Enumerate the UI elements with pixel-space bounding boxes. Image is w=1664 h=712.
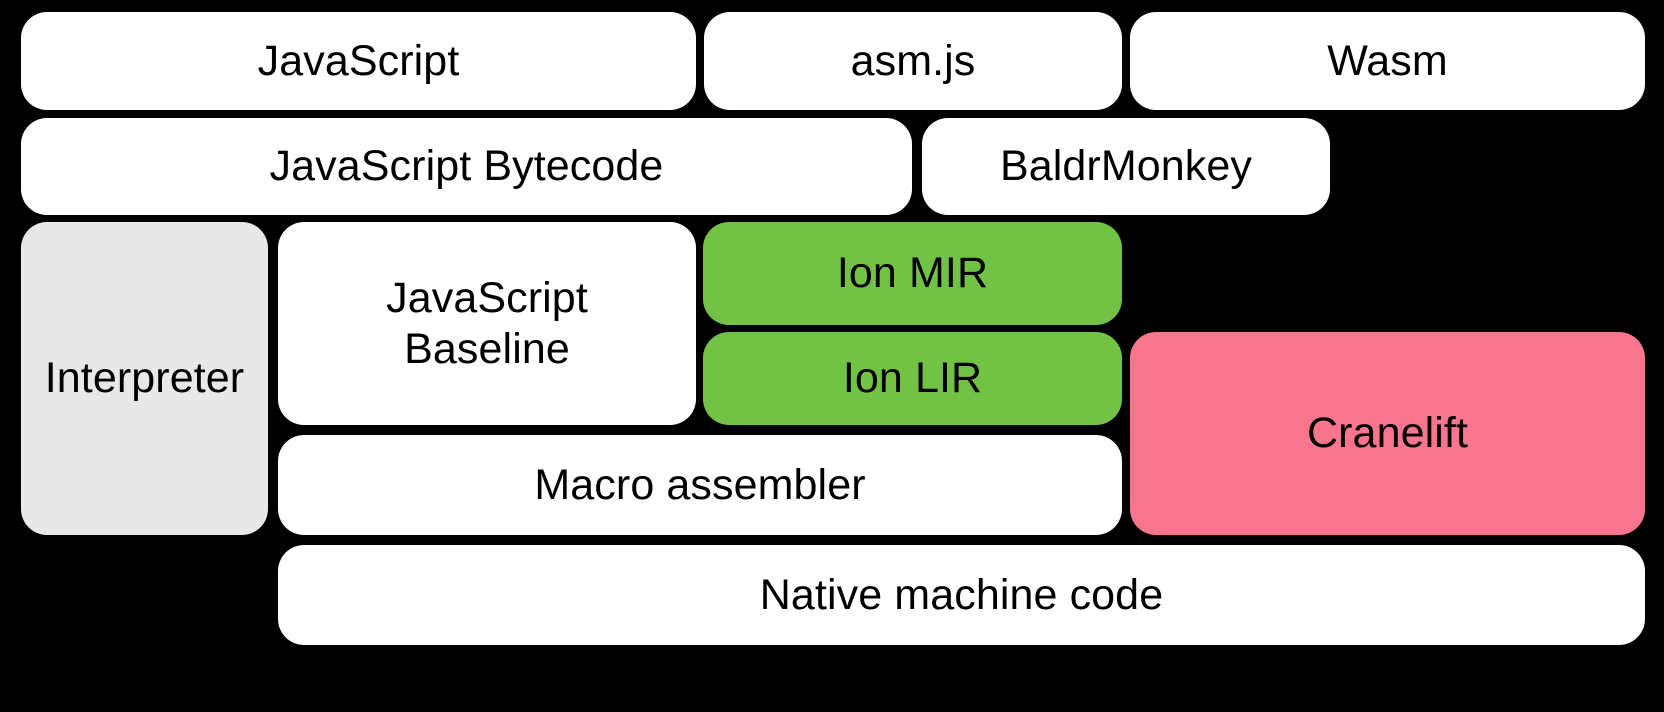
node-label-javascript-baseline: JavaScript Baseline: [386, 273, 588, 373]
node-label-interpreter: Interpreter: [44, 354, 245, 403]
node-asmjs: asm.js: [704, 12, 1122, 110]
node-ion-mir: Ion MIR: [703, 222, 1122, 325]
node-baldrmonkey: BaldrMonkey: [922, 118, 1330, 215]
node-label-wasm: Wasm: [1327, 36, 1448, 85]
node-label-javascript: JavaScript: [257, 36, 460, 85]
node-label-cranelift: Cranelift: [1306, 409, 1469, 458]
node-javascript-baseline: JavaScript Baseline: [278, 222, 696, 425]
node-cranelift: Cranelift: [1130, 332, 1645, 535]
node-label-native-machine-code: Native machine code: [759, 570, 1164, 619]
node-javascript: JavaScript: [21, 12, 696, 110]
node-macro-assembler: Macro assembler: [278, 435, 1122, 535]
node-javascript-bytecode: JavaScript Bytecode: [21, 118, 912, 215]
node-wasm: Wasm: [1130, 12, 1645, 110]
node-ion-lir: Ion LIR: [703, 332, 1122, 425]
node-label-asmjs: asm.js: [850, 36, 976, 85]
node-label-ion-lir: Ion LIR: [842, 354, 983, 403]
node-native-machine-code: Native machine code: [278, 545, 1645, 645]
node-label-javascript-bytecode: JavaScript Bytecode: [269, 142, 664, 191]
node-interpreter: Interpreter: [21, 222, 268, 535]
node-label-ion-mir: Ion MIR: [836, 249, 989, 298]
node-label-baldrmonkey: BaldrMonkey: [999, 142, 1253, 191]
node-label-macro-assembler: Macro assembler: [534, 460, 866, 509]
